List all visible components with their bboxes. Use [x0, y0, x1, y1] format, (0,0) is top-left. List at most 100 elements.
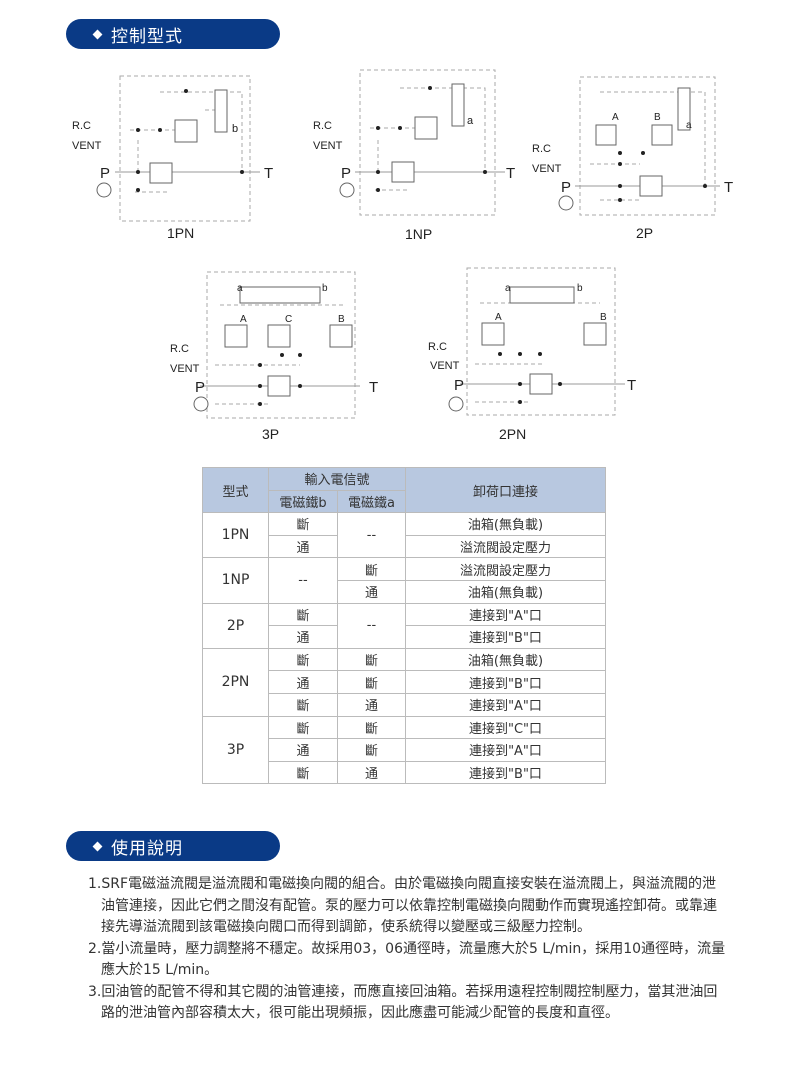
- diagram-3p: a b A C B R.C VENT P T 3P: [170, 271, 378, 442]
- usage-notes: 1.SRF電磁溢流閥是溢流閥和電磁換向閥的組合。由於電磁換向閥直接安裝在溢流閥上…: [88, 874, 728, 1025]
- type-cell: 1PN: [202, 512, 269, 559]
- solenoid-b-cell: 斷: [268, 647, 338, 672]
- table-row: 通溢流閥設定壓力: [203, 534, 606, 559]
- note-item: 3.回油管的配管不得和其它閥的油管連接，而應直接回油箱。若採用遠程控制閥控制壓力…: [88, 983, 718, 1022]
- solenoid-a-cell: --: [337, 602, 406, 649]
- note-item: 1.SRF電磁溢流閥是溢流閥和電磁換向閥的組合。由於電磁換向閥直接安裝在溢流閥上…: [88, 876, 717, 935]
- vent-label: VENT: [170, 363, 200, 375]
- t-port-label: T: [627, 377, 636, 394]
- hydraulic-diagrams: R.C VENT P T b 1PN R.C VENT P T a 1NP: [72, 69, 733, 442]
- diagram-2pn: a b A B R.C VENT P T 2PN: [428, 267, 636, 442]
- unload-port-cell: 連接到"B"口: [405, 670, 606, 694]
- table-row: 通 連接到"B"口: [203, 625, 606, 649]
- solenoid-b-cell: 斷: [268, 512, 338, 536]
- vent-label: VENT: [532, 163, 562, 175]
- unload-port-cell: 連接到"B"口: [405, 760, 606, 785]
- solenoid-b-cell: 通: [268, 670, 338, 694]
- solenoid-b-cell: --: [268, 557, 338, 604]
- diagram-caption: 1PN: [167, 225, 194, 241]
- rc-label: R.C: [313, 120, 332, 132]
- diagram-1np: R.C VENT P T a 1NP: [313, 69, 515, 242]
- table-row: 1NP--斷溢流閥設定壓力: [202, 557, 606, 604]
- p-port-label: P: [454, 377, 464, 394]
- unload-port-cell: 連接到"A"口: [405, 738, 606, 762]
- port-a-label: A: [612, 112, 619, 123]
- port-b-label: B: [654, 112, 661, 123]
- port-b-label: B: [338, 314, 345, 325]
- solenoid-a-label: a: [505, 283, 511, 294]
- diamond-bullet-icon: [92, 841, 103, 851]
- p-port-label: P: [100, 165, 110, 182]
- solenoid-a-cell: 通: [337, 760, 406, 785]
- solenoid-label: a: [686, 120, 692, 131]
- t-port-label: T: [506, 165, 515, 182]
- type-cell: 3P: [202, 715, 269, 785]
- rc-label: R.C: [532, 143, 551, 155]
- solenoid-a-cell: 通: [337, 692, 406, 717]
- solenoid-b-cell: 斷: [268, 760, 338, 785]
- section-title: 控制型式: [111, 26, 183, 47]
- solenoid-b-cell: 通: [268, 534, 338, 559]
- solenoid-b-label: b: [577, 283, 583, 294]
- table-row: 斷通連接到"A"口: [203, 692, 606, 717]
- diagram-2p: A B a R.C VENT P T 2P: [532, 76, 733, 241]
- solenoid-b-cell: 通: [268, 738, 338, 762]
- solenoid-b-label: b: [322, 283, 328, 294]
- unload-port-cell: 溢流閥設定壓力: [405, 557, 606, 581]
- t-port-label: T: [369, 379, 378, 396]
- type-cell: 2PN: [202, 647, 269, 717]
- diagram-caption: 2P: [636, 225, 653, 241]
- solenoid-a-cell: 斷: [337, 647, 406, 672]
- solenoid-b-cell: 通: [268, 625, 338, 649]
- section-header-control-type: 控制型式: [66, 19, 280, 49]
- vent-label: VENT: [72, 140, 102, 152]
- header-unload-port: 卸荷口連接: [405, 466, 606, 514]
- solenoid-a-cell: --: [337, 512, 406, 559]
- p-port-label: P: [195, 379, 205, 396]
- t-port-label: T: [264, 165, 273, 182]
- diagram-caption: 3P: [262, 426, 279, 442]
- unload-port-cell: 連接到"A"口: [405, 602, 606, 627]
- unload-port-cell: 連接到"C"口: [405, 715, 606, 740]
- port-c-label: C: [285, 314, 292, 325]
- header-input-signal: 輸入電信號: [268, 467, 406, 491]
- solenoid-b-cell: 斷: [268, 602, 338, 627]
- header-type: 型式: [202, 466, 269, 514]
- port-a-label: A: [240, 314, 247, 325]
- solenoid-a-cell: 通: [337, 579, 406, 604]
- diagram-caption: 2PN: [499, 426, 526, 442]
- table-row: 通油箱(無負載): [203, 579, 606, 604]
- header-solenoid-b: 電磁鐵b: [268, 489, 338, 514]
- unload-port-cell: 連接到"B"口: [405, 625, 606, 649]
- solenoid-a-cell: 斷: [337, 715, 406, 740]
- unload-port-cell: 連接到"A"口: [405, 692, 606, 717]
- section-header-usage: 使用說明: [66, 831, 280, 861]
- rc-label: R.C: [170, 343, 189, 355]
- unload-port-cell: 油箱(無負載): [405, 579, 606, 604]
- solenoid-a-cell: 斷: [337, 738, 406, 762]
- note-item: 2.當小流量時，壓力調整將不穩定。故採用03，06通徑時，流量應大於5 L/mi…: [88, 940, 726, 979]
- rc-label: R.C: [72, 120, 91, 132]
- table-row: 斷通連接到"B"口: [203, 760, 606, 785]
- p-port-label: P: [561, 179, 571, 196]
- header-solenoid-a: 電磁鐵a: [337, 489, 406, 514]
- vent-label: VENT: [313, 140, 343, 152]
- port-a-label: A: [495, 312, 502, 323]
- solenoid-b-cell: 斷: [268, 692, 338, 717]
- solenoid-b-cell: 斷: [268, 715, 338, 740]
- solenoid-a-cell: 斷: [337, 557, 406, 581]
- unload-port-cell: 油箱(無負載): [405, 512, 606, 536]
- port-b-label: B: [600, 312, 607, 323]
- table-row: 通斷連接到"A"口: [203, 738, 606, 762]
- solenoid-a-cell: 斷: [337, 670, 406, 694]
- section-title: 使用說明: [111, 838, 183, 859]
- unload-port-cell: 油箱(無負載): [405, 647, 606, 672]
- vent-label: VENT: [430, 360, 460, 372]
